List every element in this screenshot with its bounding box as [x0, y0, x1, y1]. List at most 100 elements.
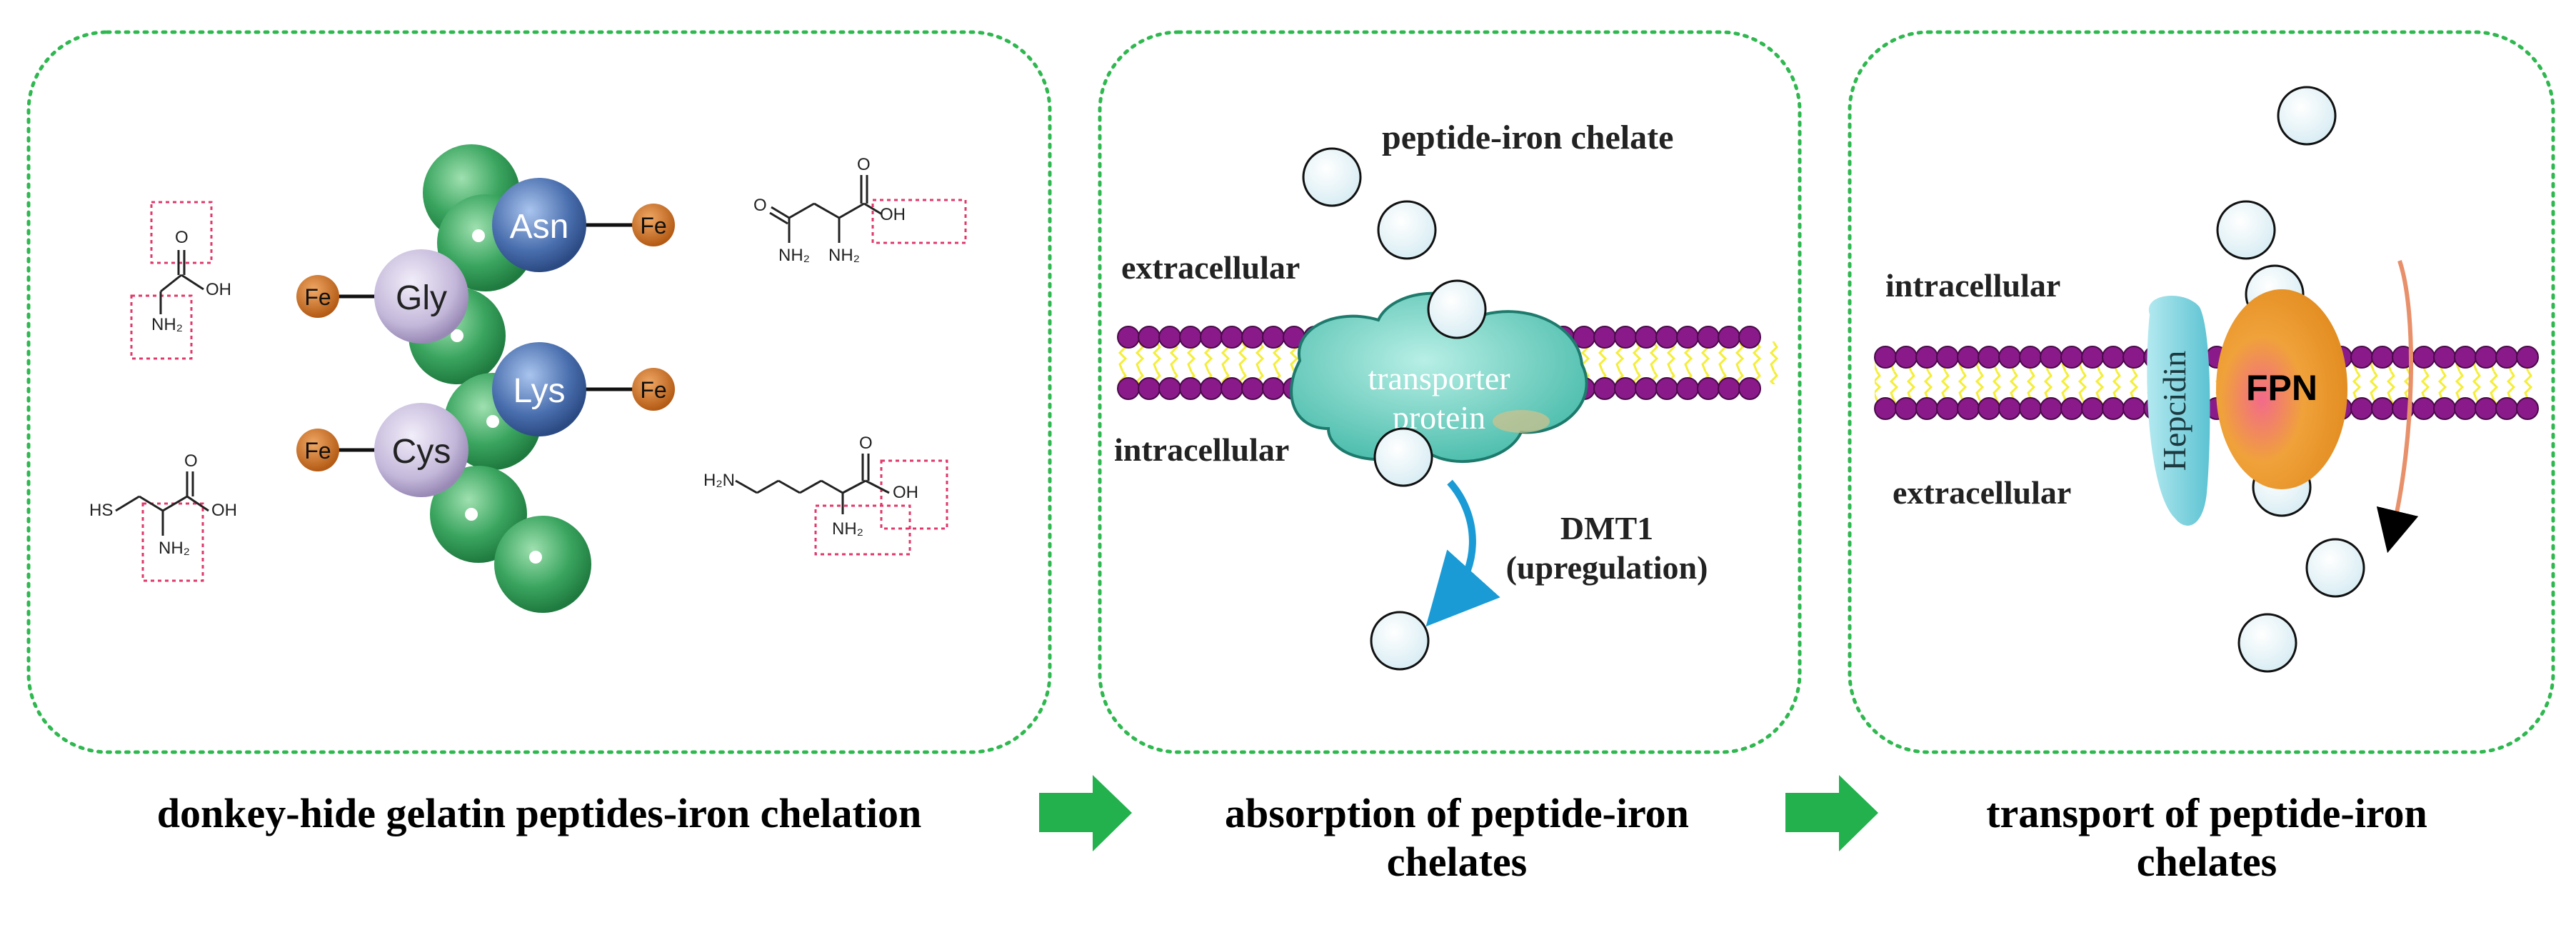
- caption-absorption: absorption of peptide-iron chelates: [1143, 789, 1771, 886]
- svg-text:O: O: [184, 451, 198, 471]
- lipid-head: [2060, 346, 2083, 369]
- lipid-head: [2123, 397, 2145, 420]
- lipid-head: [1655, 326, 1678, 349]
- iron-atom: Fe: [296, 429, 339, 471]
- intracellular-label: intracellular: [1114, 431, 1289, 468]
- lipid-head: [1738, 326, 1761, 349]
- chain-sphere: [494, 516, 591, 613]
- chelate-bubble: [2277, 86, 2337, 146]
- chelate-bubble: [1427, 279, 1487, 339]
- lipid-head: [2371, 346, 2394, 369]
- asparagine-structure: O NH₂ NH₂ O OH: [753, 155, 967, 265]
- intracellular-label: intracellular: [1885, 267, 2060, 304]
- lipid-head: [1718, 326, 1740, 349]
- chelate-bubble: [2237, 613, 2297, 673]
- lipid-head: [1221, 326, 1243, 349]
- lipid-head: [1978, 397, 2000, 420]
- lipid-head: [1593, 377, 1616, 400]
- lipid-head: [1676, 326, 1699, 349]
- svg-text:Fe: Fe: [640, 213, 666, 239]
- lipid-head: [1635, 326, 1658, 349]
- lipid-head: [1915, 346, 1938, 369]
- panel-border: [1848, 30, 2555, 754]
- lipid-head: [2433, 346, 2456, 369]
- residue-label: Cys: [392, 433, 451, 471]
- chelate-bubble: [1302, 147, 1362, 207]
- lipid-head: [1614, 377, 1637, 400]
- lipid-head: [1874, 346, 1897, 369]
- lysine-structure: H₂N O OH NH₂: [703, 434, 948, 556]
- lipid-head: [2433, 397, 2456, 420]
- fpn-label: FPN: [2246, 368, 2317, 408]
- lipid-head: [1200, 377, 1223, 400]
- hepcidin-label: Hepcidin: [2156, 351, 2192, 471]
- chelate-bubble: [1373, 427, 1433, 487]
- lipid-head: [2060, 397, 2083, 420]
- lipid-head: [1936, 397, 1959, 420]
- lipid-head: [1915, 397, 1938, 420]
- lipid-head: [1221, 377, 1243, 400]
- lipid-head: [1998, 346, 2021, 369]
- svg-text:O: O: [859, 434, 873, 453]
- lipid-head: [2475, 346, 2497, 369]
- caption-line: chelates: [1386, 839, 1528, 885]
- caption-transport: transport of peptide-iron chelates: [1893, 789, 2521, 886]
- svg-text:NH₂: NH₂: [828, 246, 860, 265]
- chelate-bubble: [1377, 200, 1437, 260]
- lipid-head: [1718, 377, 1740, 400]
- cysteine-structure: HS O OH NH₂: [89, 451, 237, 582]
- lipid-head: [1655, 377, 1678, 400]
- lipid-head: [2454, 397, 2477, 420]
- upregulation-label: (upregulation): [1506, 549, 1708, 586]
- lipid-head: [1635, 377, 1658, 400]
- svg-text:H₂N: H₂N: [703, 471, 735, 490]
- panel-transport: Hepcidin FPN intracellular extracellular: [1848, 30, 2555, 754]
- svg-text:NH₂: NH₂: [151, 315, 183, 334]
- lipid-head: [1200, 326, 1223, 349]
- panel-border: [26, 30, 1052, 754]
- lipid-head: [1738, 377, 1761, 400]
- chelate-bubbles: [1302, 147, 1487, 671]
- lipid-head: [1895, 346, 1918, 369]
- chelate-bubble: [2305, 538, 2365, 598]
- highlight-box: [880, 459, 948, 530]
- chelate-bubble: [2216, 200, 2276, 260]
- lipid-head: [1676, 377, 1699, 400]
- dmt1-label: DMT1: [1560, 510, 1653, 546]
- extracellular-label: extracellular: [1893, 474, 2071, 511]
- lipid-head: [2040, 397, 2063, 420]
- hepcidin-protein: Hepcidin: [2147, 295, 2210, 526]
- iron-atom: Fe: [296, 275, 339, 318]
- caption-line: transport of peptide-iron: [1986, 790, 2427, 836]
- svg-text:Fe: Fe: [304, 438, 331, 464]
- svg-text:O: O: [753, 196, 767, 215]
- lipid-head: [2412, 397, 2435, 420]
- lipid-head: [1978, 346, 2000, 369]
- transport-arrow: [2376, 260, 2419, 554]
- extracellular-label: extracellular: [1121, 249, 1300, 286]
- highlight-box: [141, 502, 204, 582]
- residue-label: Lys: [513, 372, 566, 410]
- lipid-head: [1117, 377, 1140, 400]
- lipid-head: [1158, 326, 1181, 349]
- lipid-head: [2019, 397, 2042, 420]
- svg-text:O: O: [857, 155, 871, 174]
- lipid-head: [1936, 346, 1959, 369]
- highlight-box: [150, 201, 213, 264]
- chelate-label: peptide-iron chelate: [1382, 119, 1673, 156]
- lipid-head: [2019, 346, 2042, 369]
- transporter-protein: transporter protein: [1290, 291, 1588, 463]
- lipid-head: [2371, 397, 2394, 420]
- lipid-head: [1138, 377, 1161, 400]
- lipid-head: [2081, 346, 2104, 369]
- svg-text:OH: OH: [206, 280, 231, 299]
- lipid-head: [1614, 326, 1637, 349]
- lipid-head: [2081, 397, 2104, 420]
- lipid-head: [2516, 346, 2539, 369]
- residue-label: Asn: [510, 208, 569, 246]
- svg-text:OH: OH: [211, 501, 237, 520]
- iron-atom: Fe: [632, 368, 675, 411]
- svg-text:NH₂: NH₂: [832, 519, 863, 539]
- lipid-head: [1957, 346, 1980, 369]
- flow-arrow: [1785, 775, 1878, 851]
